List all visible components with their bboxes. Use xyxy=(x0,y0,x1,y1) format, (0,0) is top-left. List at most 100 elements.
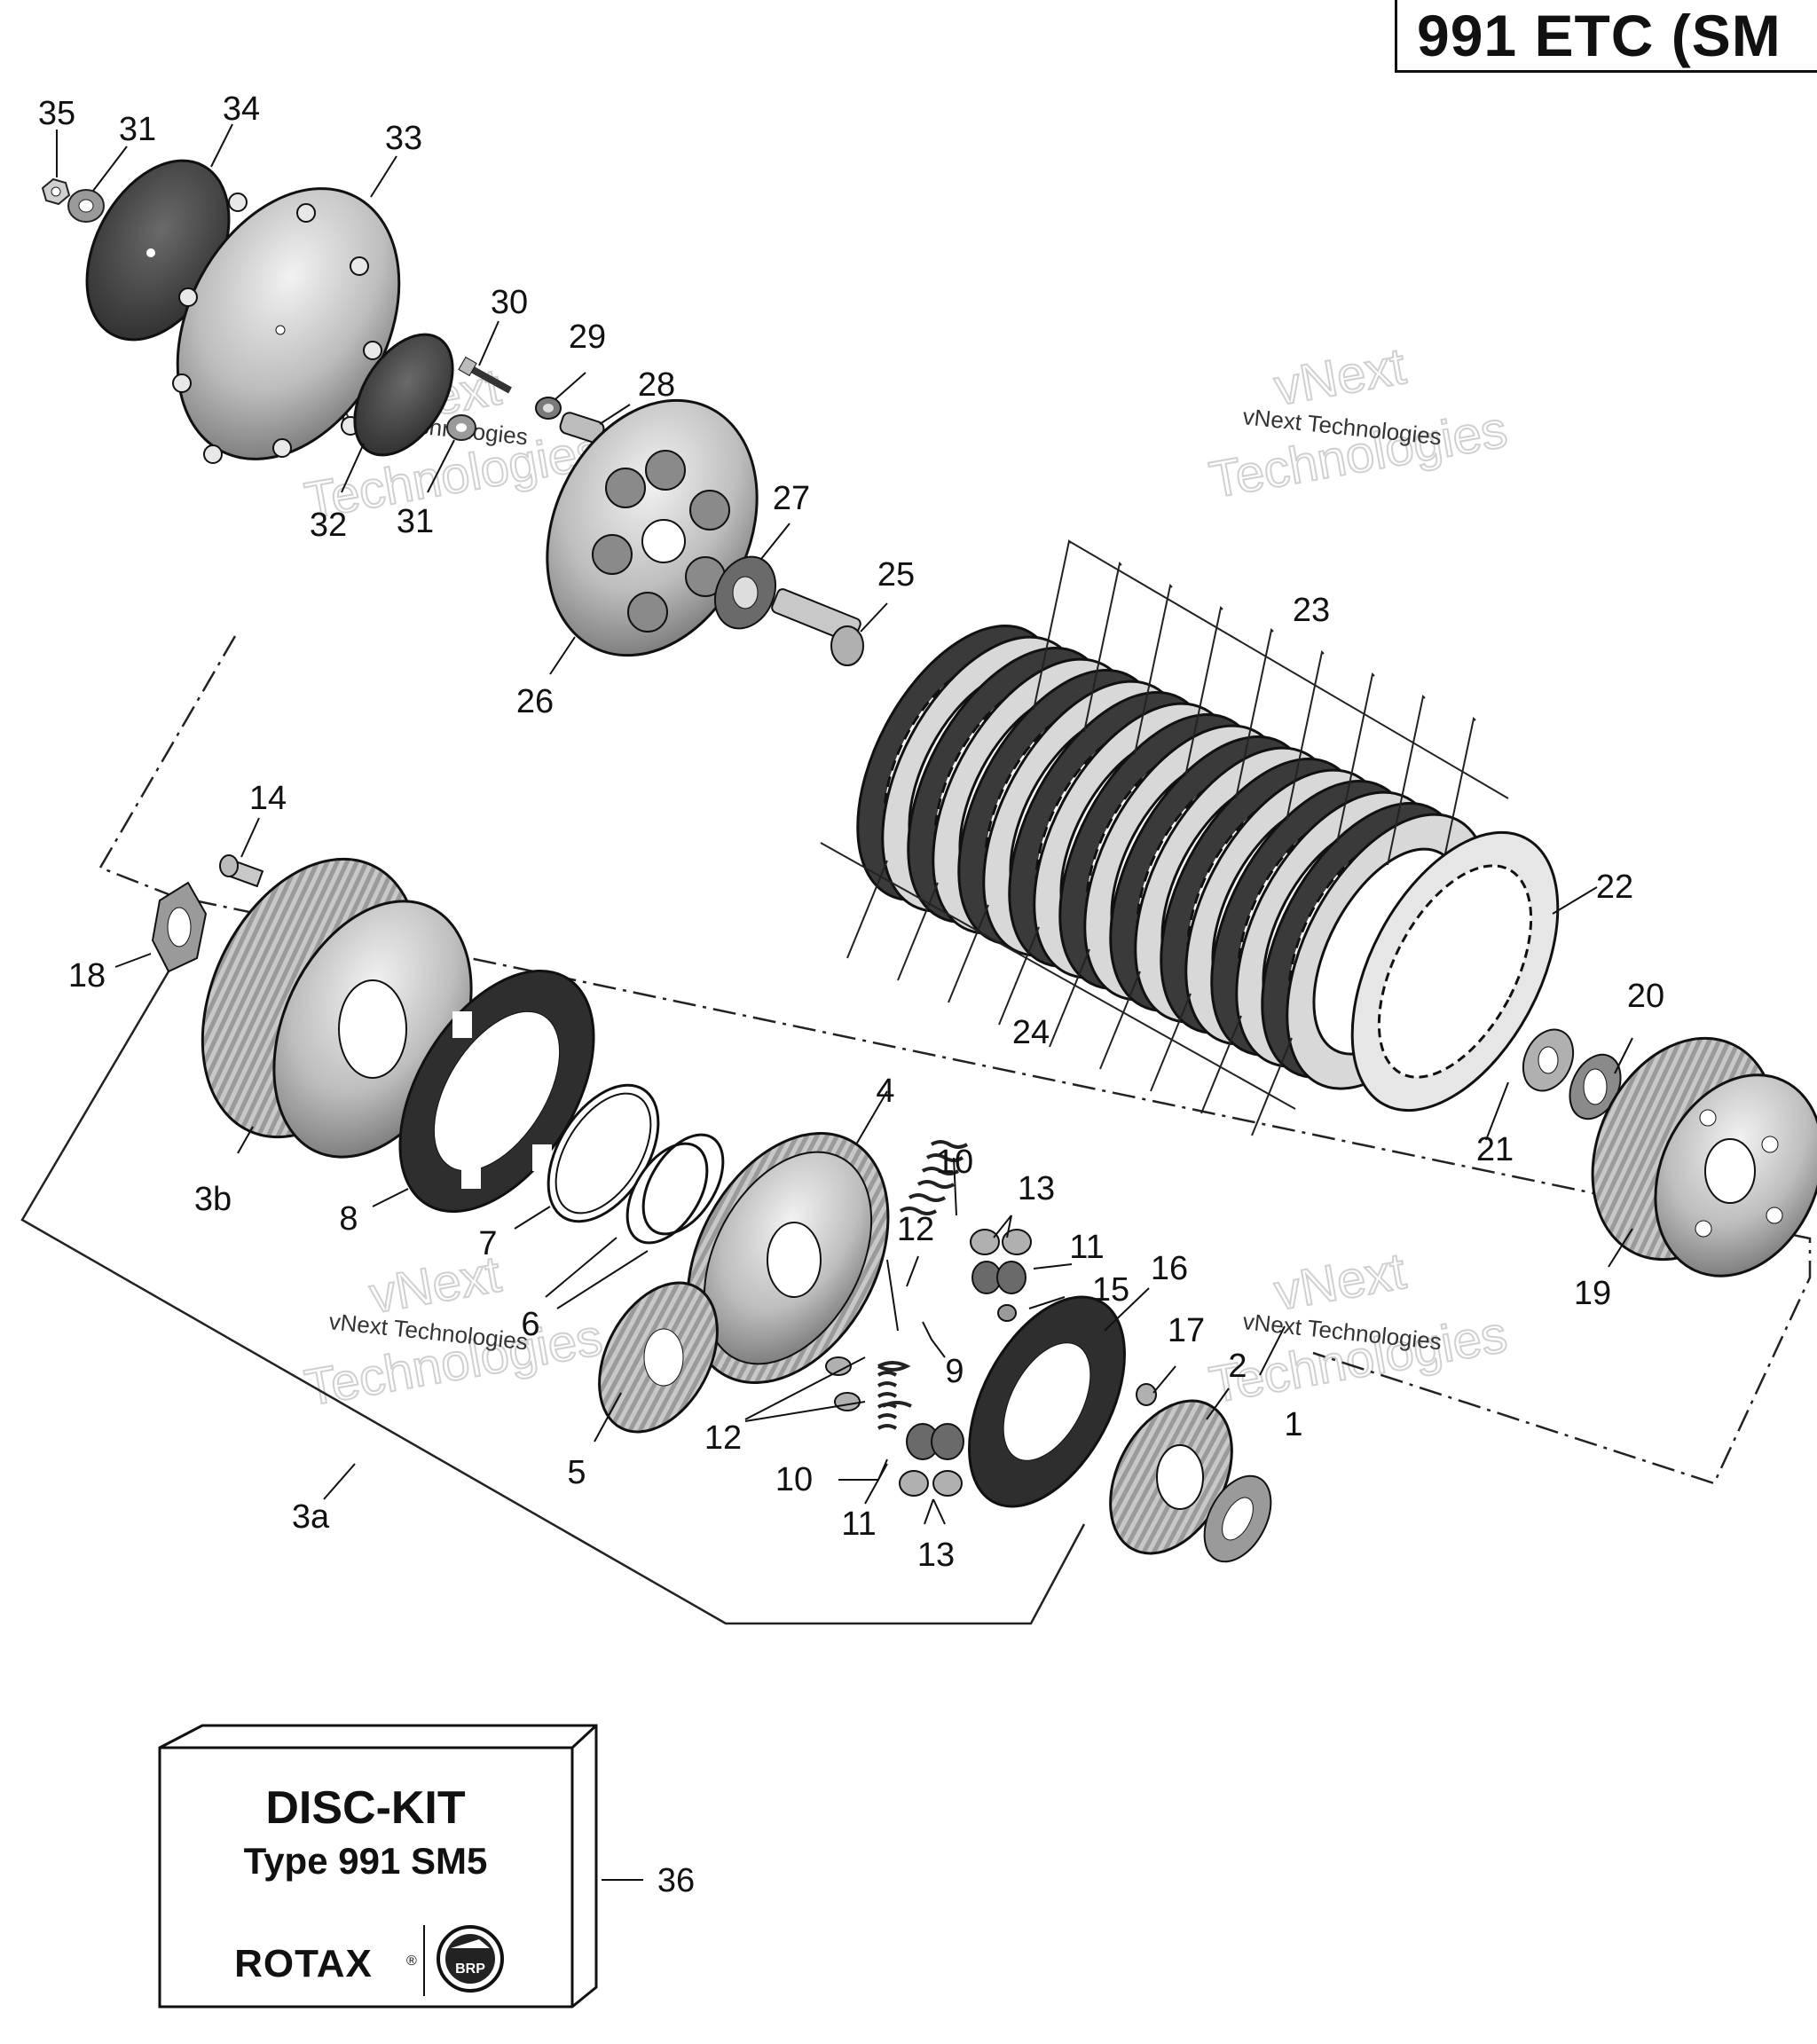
callout-16: 16 xyxy=(1151,1250,1188,1287)
callout-30: 30 xyxy=(491,284,528,321)
part-9-10-springs xyxy=(877,1140,969,1430)
part-26-pressure-plate xyxy=(546,398,759,657)
callout-20: 20 xyxy=(1627,978,1664,1015)
bracket-24-tick xyxy=(1200,1015,1242,1114)
callout-28: 28 xyxy=(638,366,675,404)
callout-31-bottom: 31 xyxy=(397,503,434,540)
bracket-24-spine xyxy=(820,842,1296,1110)
callout-29: 29 xyxy=(569,318,606,356)
callout-9: 9 xyxy=(945,1353,964,1390)
part-30-bolt xyxy=(458,356,512,394)
rotax-registered-mark: ® xyxy=(406,1954,417,1969)
part-14-bolt xyxy=(219,854,264,888)
leader-lines xyxy=(56,123,1633,1881)
bracket-23-tick xyxy=(1235,627,1274,799)
disc-kit-box: DISC-KIT Type 991 SM5 ROTAX ® BRP xyxy=(158,1724,598,2009)
callout-10-bottom: 10 xyxy=(775,1461,813,1498)
part-35-nut xyxy=(41,177,71,206)
part-32-plate xyxy=(353,333,454,457)
bracket-24-tick xyxy=(998,926,1040,1026)
callout-13-bottom: 13 xyxy=(917,1537,955,1574)
brp-logo-icon: BRP xyxy=(437,1925,504,1993)
part-17-nut xyxy=(1136,1383,1157,1406)
part-15-pin xyxy=(997,1304,1017,1322)
part-5-small-gear xyxy=(598,1281,719,1434)
callout-31-top: 31 xyxy=(119,111,156,148)
bracket-23-tick xyxy=(1336,672,1375,844)
bracket-23-tick xyxy=(1387,694,1426,866)
part-8-plate xyxy=(398,970,595,1213)
callout-labels: 35 31 34 33 30 29 28 32 31 27 25 2 6 23 2… xyxy=(38,90,1664,1899)
callout-36: 36 xyxy=(657,1862,695,1899)
part-22-steel-plate xyxy=(1350,830,1560,1112)
bracket-23-tick xyxy=(1134,583,1173,755)
part-31-washer-mid xyxy=(446,414,476,441)
part-21-nut xyxy=(1522,1028,1575,1092)
bracket-23-tick xyxy=(1437,716,1476,888)
callout-32: 32 xyxy=(310,507,347,544)
diagram-title: 991 ETC (SM xyxy=(1417,3,1782,68)
callout-15: 15 xyxy=(1092,1271,1129,1309)
bracket-24-tick xyxy=(1049,948,1090,1048)
callout-11-top: 11 xyxy=(1069,1229,1104,1266)
part-6-rings xyxy=(625,1133,725,1245)
callout-27: 27 xyxy=(773,480,810,517)
bracket-24-tick xyxy=(948,904,989,1003)
watermark-word-vnext: vNext xyxy=(1270,1242,1410,1322)
callout-14: 14 xyxy=(249,780,287,817)
bracket-23-tick xyxy=(1286,649,1325,822)
part-31-washer-top xyxy=(67,189,105,223)
rotax-brand: ROTAX xyxy=(234,1942,373,1985)
callout-4: 4 xyxy=(876,1073,894,1110)
callout-25: 25 xyxy=(877,556,915,594)
bracket-24-tick xyxy=(897,882,939,981)
callout-12-bottom: 12 xyxy=(704,1419,742,1457)
bracket-23-tick xyxy=(1083,561,1122,733)
callout-21: 21 xyxy=(1476,1131,1514,1168)
bracket-23-tick xyxy=(1184,605,1223,777)
part-4-primary-gear xyxy=(686,1131,890,1385)
part-25-pushrod xyxy=(771,588,864,666)
brp-logo-text: BRP xyxy=(455,1961,485,1977)
part-29-clip xyxy=(535,397,562,420)
bracket-23 xyxy=(1033,539,1509,888)
part-1-washer xyxy=(1203,1474,1272,1563)
callout-34: 34 xyxy=(223,90,260,128)
callout-1: 1 xyxy=(1284,1406,1302,1443)
callout-3b: 3b xyxy=(194,1181,232,1218)
callout-33: 33 xyxy=(385,120,422,157)
disc-kit-subtitle: Type 991 SM5 xyxy=(244,1840,488,1882)
callout-17: 17 xyxy=(1168,1312,1205,1349)
callout-11-bottom: 11 xyxy=(841,1505,876,1543)
watermark-word-vnext: vNext xyxy=(1270,337,1410,417)
callout-10-top: 10 xyxy=(936,1144,973,1181)
callout-13-top: 13 xyxy=(1018,1170,1055,1207)
part-19-clutch-hub xyxy=(1591,1036,1817,1278)
diagram-title-box: 991 ETC (SM xyxy=(1395,0,1817,73)
callout-5: 5 xyxy=(567,1454,586,1491)
callout-7: 7 xyxy=(478,1225,497,1262)
bracket-3a xyxy=(20,971,1086,1625)
callout-2: 2 xyxy=(1228,1348,1247,1385)
part-16-retainer-plate xyxy=(968,1295,1126,1508)
part-18-nut xyxy=(151,881,208,973)
callout-12-top: 12 xyxy=(897,1211,934,1248)
callout-18: 18 xyxy=(68,957,106,994)
assembly-boundary-dashed xyxy=(98,635,1812,1485)
disc-kit-title: DISC-KIT xyxy=(265,1782,466,1834)
callout-35: 35 xyxy=(38,95,75,132)
callout-3a: 3a xyxy=(292,1498,330,1536)
callout-23: 23 xyxy=(1293,592,1330,629)
bracket-24-tick xyxy=(1150,993,1192,1092)
callout-6: 6 xyxy=(521,1306,539,1343)
callout-8: 8 xyxy=(339,1200,358,1238)
part-27-bearing xyxy=(713,555,777,630)
bracket-24 xyxy=(820,842,1296,1136)
bracket-24-tick xyxy=(1099,971,1141,1070)
part-11-13-caps xyxy=(825,1229,1032,1497)
callout-19: 19 xyxy=(1574,1275,1611,1312)
callout-24: 24 xyxy=(1012,1014,1050,1051)
bracket-24-tick xyxy=(1251,1037,1293,1136)
callout-22: 22 xyxy=(1596,869,1633,906)
